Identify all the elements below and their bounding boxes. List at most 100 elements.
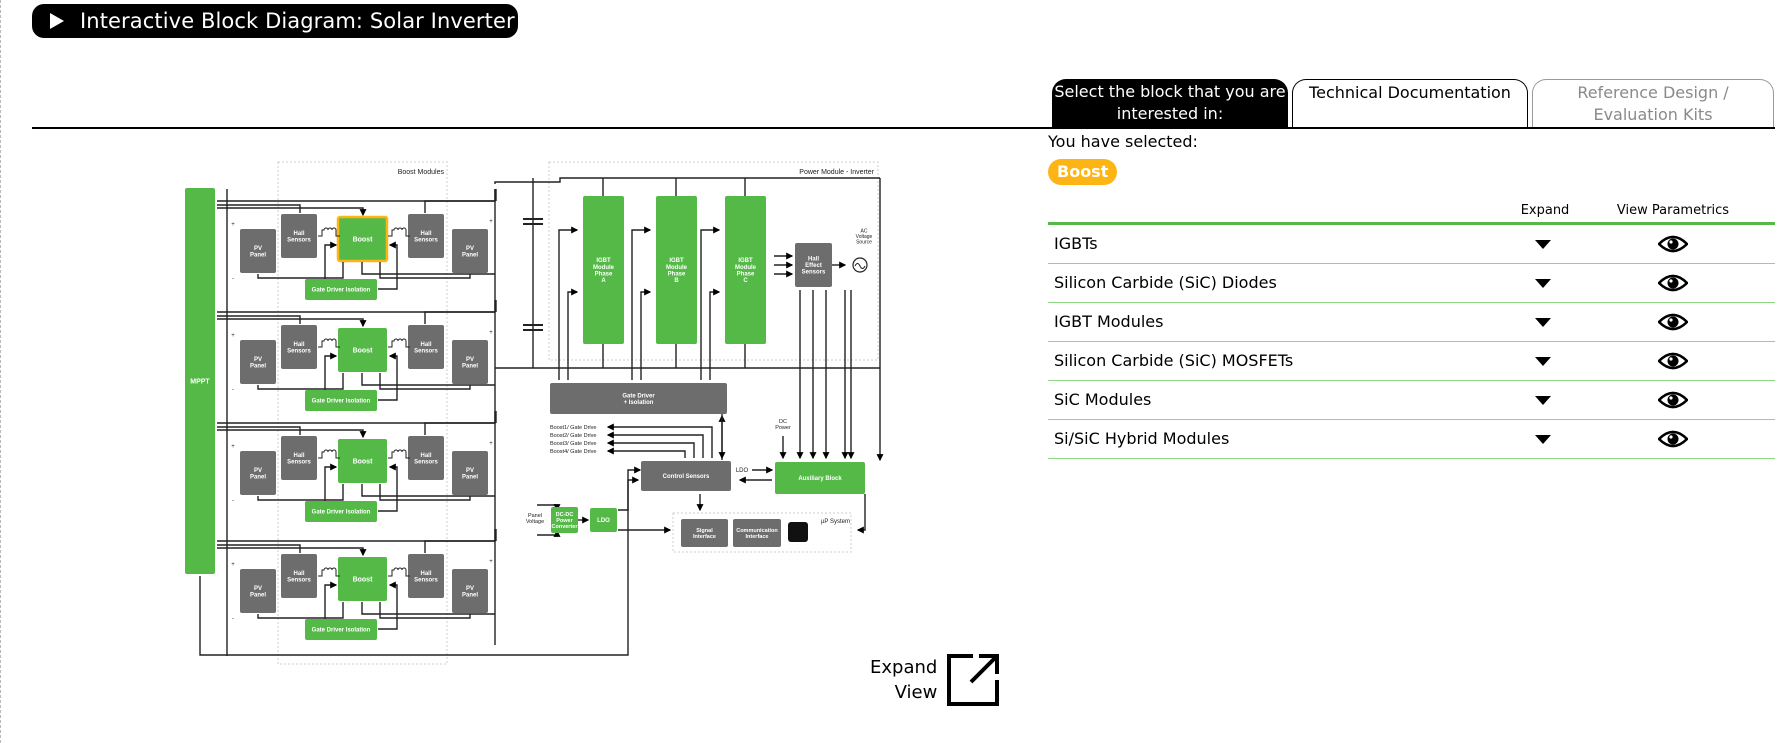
product-category-name[interactable]: Si/SiC Hybrid Modules <box>1054 429 1230 448</box>
pv-panel-left-2[interactable] <box>240 340 276 384</box>
gdi-to-boost-4 <box>324 581 338 619</box>
up-system-label: µP System <box>821 519 850 525</box>
capacitor-icon <box>523 324 543 326</box>
auxiliary-block[interactable] <box>775 462 865 494</box>
aux-to-up <box>856 494 866 534</box>
dcdc-power-converter[interactable] <box>551 507 578 533</box>
power-module-group <box>548 161 879 361</box>
caret-down-icon[interactable] <box>1535 396 1551 405</box>
pv-panel-left-3[interactable] <box>240 451 276 495</box>
boost-block-3-label: Boost <box>353 458 374 465</box>
eye-icon[interactable] <box>1658 312 1688 332</box>
igbt-module-phase-b[interactable] <box>656 196 697 344</box>
expand-view-label: Expand View <box>870 655 937 705</box>
boost-gate-drive-label-4: Boost4/ Gate Drive <box>550 449 596 455</box>
hall-sensors-right-3[interactable] <box>408 436 444 480</box>
expand-view-button[interactable]: Expand View <box>870 652 1001 708</box>
product-category-name[interactable]: SiC Modules <box>1054 390 1152 409</box>
boost-block-2[interactable] <box>338 328 387 372</box>
pv-panel-left-1[interactable] <box>240 229 276 273</box>
communication-interface[interactable] <box>733 519 781 547</box>
caret-down-icon[interactable] <box>1535 357 1551 366</box>
gate-driver-isolation-4[interactable] <box>305 619 377 640</box>
boost-gate-drive-line-3 <box>606 439 695 458</box>
hall-sensors-left-3[interactable] <box>281 436 317 480</box>
product-category-name[interactable]: IGBTs <box>1054 234 1098 253</box>
capacitor-icon <box>523 223 543 225</box>
mppt-to-control <box>199 466 642 656</box>
boost-out-1 <box>361 262 495 275</box>
igbt-module-phase-c[interactable] <box>725 196 766 344</box>
boost-block-1[interactable] <box>336 215 389 263</box>
diagram-title-toggle[interactable]: Interactive Block Diagram: Solar Inverte… <box>32 4 518 38</box>
boost-gate-drive-label-3: Boost3/ Gate Drive <box>550 441 596 447</box>
gate-driver-isolation-2[interactable] <box>305 390 377 411</box>
up-system-group <box>672 512 852 553</box>
product-category-name[interactable]: Silicon Carbide (SiC) Diodes <box>1054 273 1277 292</box>
eye-icon[interactable] <box>1658 234 1688 254</box>
signal-interface[interactable] <box>681 519 728 547</box>
pv-panel-right-4[interactable] <box>452 569 488 613</box>
igbt-module-phase-c-drive-high <box>700 226 721 380</box>
gate-driver-isolation-4-label: Gate Driver Isolation <box>312 628 371 634</box>
ldo-block-label: LDO <box>597 518 610 524</box>
control-sensors[interactable] <box>641 461 731 491</box>
gate-driver-isolation-3[interactable] <box>305 501 377 522</box>
boost-feed-1 <box>217 207 367 217</box>
eye-icon[interactable] <box>1658 273 1688 293</box>
hall-sensors-left-1[interactable] <box>281 214 317 258</box>
tab-technical-documentation[interactable]: Technical Documentation <box>1292 79 1528 127</box>
hall-sensors-right-4[interactable] <box>408 554 444 598</box>
caret-down-icon[interactable] <box>1535 435 1551 444</box>
gate-driver-isolation-main-label: Gate Driver+ Isolation <box>622 393 655 406</box>
gdi-to-boost-3 <box>324 463 338 501</box>
boost-gate-drive-line-1 <box>606 423 713 458</box>
pv-return-left-1 <box>257 262 344 279</box>
gate-driver-isolation-1[interactable] <box>305 279 377 300</box>
boost-modules-group <box>277 161 448 665</box>
mppt-block[interactable] <box>185 188 215 574</box>
hall-sensors-left-4[interactable] <box>281 554 317 598</box>
eye-icon[interactable] <box>1658 429 1688 449</box>
hall-right-feed-4 <box>424 540 495 553</box>
pv-panel-left-4[interactable] <box>240 569 276 613</box>
hall-effect-sensors[interactable] <box>795 243 832 287</box>
caret-down-icon[interactable] <box>1535 318 1551 327</box>
polarity-plus: + <box>231 333 235 339</box>
pv-return-left-3 <box>257 484 344 501</box>
polarity-minus: - <box>232 276 234 282</box>
ldo-block[interactable] <box>590 508 617 532</box>
eye-icon[interactable] <box>1658 390 1688 410</box>
ldo-text-label: LDO <box>736 468 749 474</box>
pv-panel-right-1[interactable] <box>452 229 488 273</box>
gate-driver-isolation-3-label: Gate Driver Isolation <box>312 510 371 516</box>
caret-down-icon[interactable] <box>1535 279 1551 288</box>
column-header-expand: Expand <box>1520 203 1570 218</box>
igbt-module-phase-a[interactable] <box>583 196 624 344</box>
boost-block-3[interactable] <box>338 439 387 483</box>
hall-sensors-right-2[interactable] <box>408 325 444 369</box>
boost-block-4[interactable] <box>338 557 387 601</box>
polarity-plus: + <box>489 559 493 565</box>
tab-reference-design[interactable]: Reference Design / Evaluation Kits <box>1532 79 1774 127</box>
hall-sensors-right-1[interactable] <box>408 214 444 258</box>
pv-panel-right-2[interactable] <box>452 340 488 384</box>
caret-down-icon[interactable] <box>1535 240 1551 249</box>
gate-driver-isolation-main[interactable] <box>550 383 727 414</box>
inductor-icon <box>388 227 410 237</box>
tab-select-block[interactable]: Select the block that you are interested… <box>1052 79 1288 127</box>
eye-icon[interactable] <box>1658 351 1688 371</box>
product-category-name[interactable]: Silicon Carbide (SiC) MOSFETs <box>1054 351 1294 370</box>
boost-gate-drive-label-2: Boost2/ Gate Drive <box>550 433 596 439</box>
product-category-name[interactable]: IGBT Modules <box>1054 312 1164 331</box>
boost-modules-group-label: Boost Modules <box>398 169 445 176</box>
inductor-icon <box>318 227 340 237</box>
pv-panel-right-3[interactable] <box>452 451 488 495</box>
hall-sensors-left-2[interactable] <box>281 325 317 369</box>
